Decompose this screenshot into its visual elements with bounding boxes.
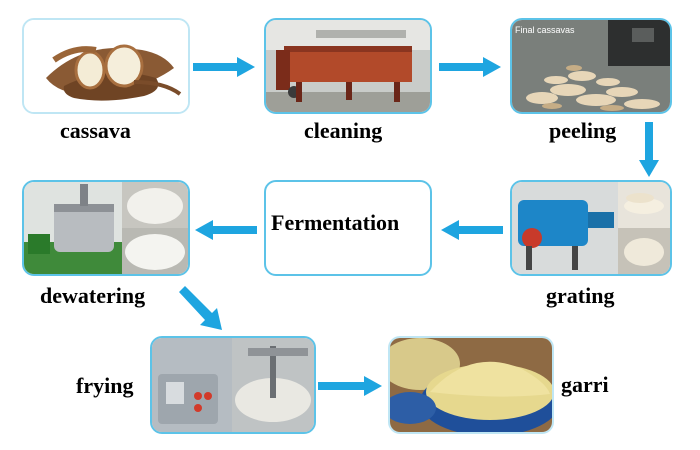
dewatering-label: dewatering [40,283,146,308]
arrow-cassava-to-cleaning [193,55,257,79]
arrow-dewatering-to-frying [176,284,226,332]
arrow-cleaning-to-peeling [439,55,503,79]
peeling-photo: Final cassavas [510,18,672,114]
grating-label: grating [546,283,615,308]
cassava-label: cassava [60,118,131,143]
arrow-peeling-to-grating [638,122,660,178]
fermentation-box [264,180,432,276]
garri-photo [388,336,554,434]
arrow-fermentation-to-dewatering [193,218,257,242]
fermentation-label: Fermentation [271,210,400,235]
frying-photo [150,336,316,434]
cleaning-label: cleaning [304,118,383,143]
frying-label: frying [76,373,134,398]
cassava-photo [22,18,190,114]
dewatering-photo [22,180,190,276]
cleaning-photo [264,18,432,114]
grating-photo [510,180,672,276]
arrow-frying-to-garri [318,374,384,398]
arrow-grating-to-fermentation [439,218,503,242]
garri-label: garri [561,372,609,397]
peeling-photo-caption: Final cassavas [515,25,575,35]
peeling-label: peeling [549,118,617,143]
